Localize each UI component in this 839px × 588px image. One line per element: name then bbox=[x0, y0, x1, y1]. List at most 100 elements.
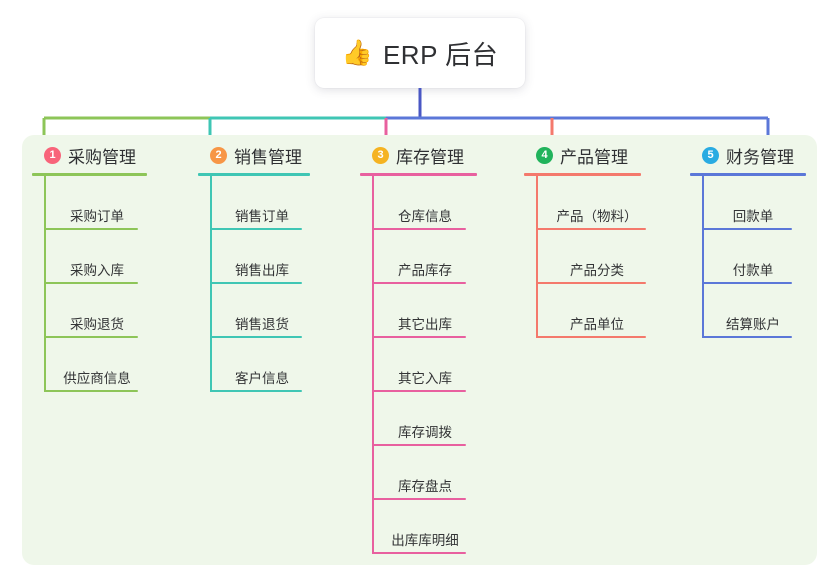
leaf-rule bbox=[536, 336, 646, 338]
list-item[interactable]: 产品单位 bbox=[536, 284, 646, 338]
leaf-rule bbox=[372, 444, 466, 446]
leaf-rule bbox=[702, 336, 792, 338]
branch-column-sales: 2 销售管理 销售订单 销售出库 销售退货 客户信息 bbox=[198, 142, 310, 392]
list-item[interactable]: 采购退货 bbox=[44, 284, 138, 338]
leaf-label: 产品单位 bbox=[570, 317, 624, 332]
branch-rule-2 bbox=[198, 173, 310, 176]
list-item[interactable]: 销售退货 bbox=[210, 284, 302, 338]
leaf-label: 采购退货 bbox=[70, 317, 124, 332]
branch-header[interactable]: 5 财务管理 bbox=[690, 142, 806, 168]
branch-badge-1: 1 bbox=[44, 146, 61, 164]
branch-title-4: 产品管理 bbox=[560, 147, 628, 167]
branch-leaves-5: 回款单 付款单 结算账户 bbox=[690, 176, 806, 338]
leaf-label: 库存盘点 bbox=[398, 479, 452, 494]
leaf-rule bbox=[210, 336, 302, 338]
leaf-label: 出库库明细 bbox=[391, 533, 459, 548]
leaf-rule bbox=[44, 228, 138, 230]
leaf-label: 结算账户 bbox=[726, 317, 780, 332]
leaf-rule bbox=[372, 552, 466, 554]
branch-rule-3 bbox=[360, 173, 477, 176]
leaf-rule bbox=[372, 336, 466, 338]
list-item[interactable]: 产品库存 bbox=[372, 230, 466, 284]
leaf-rule bbox=[372, 498, 466, 500]
branch-badge-3: 3 bbox=[372, 146, 389, 164]
leaf-label: 仓库信息 bbox=[398, 209, 452, 224]
leaf-label: 回款单 bbox=[732, 209, 774, 224]
leaf-label: 其它出库 bbox=[398, 317, 452, 332]
leaf-rule bbox=[372, 282, 466, 284]
leaf-rule bbox=[44, 336, 138, 338]
leaf-label: 产品分类 bbox=[570, 263, 624, 278]
leaf-label: 采购入库 bbox=[70, 263, 124, 278]
leaf-label: 产品库存 bbox=[398, 263, 452, 278]
branch-badge-5: 5 bbox=[702, 146, 719, 164]
leaf-rule bbox=[372, 228, 466, 230]
branch-header[interactable]: 2 销售管理 bbox=[198, 142, 310, 168]
list-item[interactable]: 付款单 bbox=[702, 230, 792, 284]
leaf-label: 销售退货 bbox=[235, 317, 289, 332]
branch-rule-1 bbox=[32, 173, 147, 176]
branch-leaves-3: 仓库信息 产品库存 其它出库 其它入库 库存调拨 库存盘点 bbox=[360, 176, 477, 554]
leaf-label: 库存调拨 bbox=[398, 425, 452, 440]
list-item[interactable]: 回款单 bbox=[702, 176, 792, 230]
leaf-label: 销售订单 bbox=[235, 209, 289, 224]
leaf-rule bbox=[372, 390, 466, 392]
list-item[interactable]: 产品分类 bbox=[536, 230, 646, 284]
leaf-rule bbox=[210, 228, 302, 230]
branch-column-finance: 5 财务管理 回款单 付款单 结算账户 bbox=[690, 142, 806, 338]
branch-badge-4: 4 bbox=[536, 146, 553, 164]
branch-leaves-1: 采购订单 采购入库 采购退货 供应商信息 bbox=[32, 176, 147, 392]
thumbs-up-icon: 👍 bbox=[341, 38, 373, 67]
list-item[interactable]: 采购订单 bbox=[44, 176, 138, 230]
branch-spine-2 bbox=[210, 176, 212, 392]
list-item[interactable]: 产品（物料） bbox=[536, 176, 646, 230]
branch-column-product: 4 产品管理 产品（物料） 产品分类 产品单位 bbox=[524, 142, 646, 338]
branch-title-3: 库存管理 bbox=[396, 147, 464, 167]
leaf-label: 供应商信息 bbox=[63, 371, 131, 386]
branch-rule-4 bbox=[524, 173, 641, 176]
branch-header[interactable]: 4 产品管理 bbox=[524, 142, 646, 168]
branch-leaves-4: 产品（物料） 产品分类 产品单位 bbox=[524, 176, 646, 338]
list-item[interactable]: 其它入库 bbox=[372, 338, 466, 392]
branch-column-inventory: 3 库存管理 仓库信息 产品库存 其它出库 其它入库 库存调拨 bbox=[360, 142, 477, 554]
list-item[interactable]: 销售订单 bbox=[210, 176, 302, 230]
leaf-rule bbox=[702, 228, 792, 230]
list-item[interactable]: 结算账户 bbox=[702, 284, 792, 338]
list-item[interactable]: 仓库信息 bbox=[372, 176, 466, 230]
branch-column-procurement: 1 采购管理 采购订单 采购入库 采购退货 供应商信息 bbox=[32, 142, 147, 392]
leaf-label: 付款单 bbox=[732, 263, 774, 278]
leaf-label: 销售出库 bbox=[235, 263, 289, 278]
branch-title-5: 财务管理 bbox=[726, 147, 794, 167]
leaf-rule bbox=[44, 390, 138, 392]
list-item[interactable]: 客户信息 bbox=[210, 338, 302, 392]
branch-spine-1 bbox=[44, 176, 46, 392]
branch-title-2: 销售管理 bbox=[234, 147, 302, 167]
branch-rule-5 bbox=[690, 173, 806, 176]
leaf-rule bbox=[702, 282, 792, 284]
list-item[interactable]: 采购入库 bbox=[44, 230, 138, 284]
list-item[interactable]: 库存盘点 bbox=[372, 446, 466, 500]
list-item[interactable]: 其它出库 bbox=[372, 284, 466, 338]
branches-panel bbox=[22, 135, 817, 565]
branch-spine-4 bbox=[536, 176, 538, 338]
branch-title-1: 采购管理 bbox=[68, 147, 136, 167]
leaf-rule bbox=[536, 282, 646, 284]
branch-header[interactable]: 3 库存管理 bbox=[360, 142, 477, 168]
list-item[interactable]: 库存调拨 bbox=[372, 392, 466, 446]
list-item[interactable]: 销售出库 bbox=[210, 230, 302, 284]
branch-spine-5 bbox=[702, 176, 704, 338]
branch-badge-2: 2 bbox=[210, 146, 227, 164]
leaf-label: 其它入库 bbox=[398, 371, 452, 386]
list-item[interactable]: 出库库明细 bbox=[372, 500, 466, 554]
leaf-label: 客户信息 bbox=[235, 371, 289, 386]
branch-header[interactable]: 1 采购管理 bbox=[32, 142, 147, 168]
leaf-rule bbox=[44, 282, 138, 284]
root-node[interactable]: 👍 ERP 后台 bbox=[315, 18, 525, 88]
leaf-rule bbox=[210, 282, 302, 284]
leaf-rule bbox=[536, 228, 646, 230]
leaf-label: 采购订单 bbox=[70, 209, 124, 224]
leaf-rule bbox=[210, 390, 302, 392]
leaf-label: 产品（物料） bbox=[556, 209, 638, 224]
list-item[interactable]: 供应商信息 bbox=[44, 338, 138, 392]
